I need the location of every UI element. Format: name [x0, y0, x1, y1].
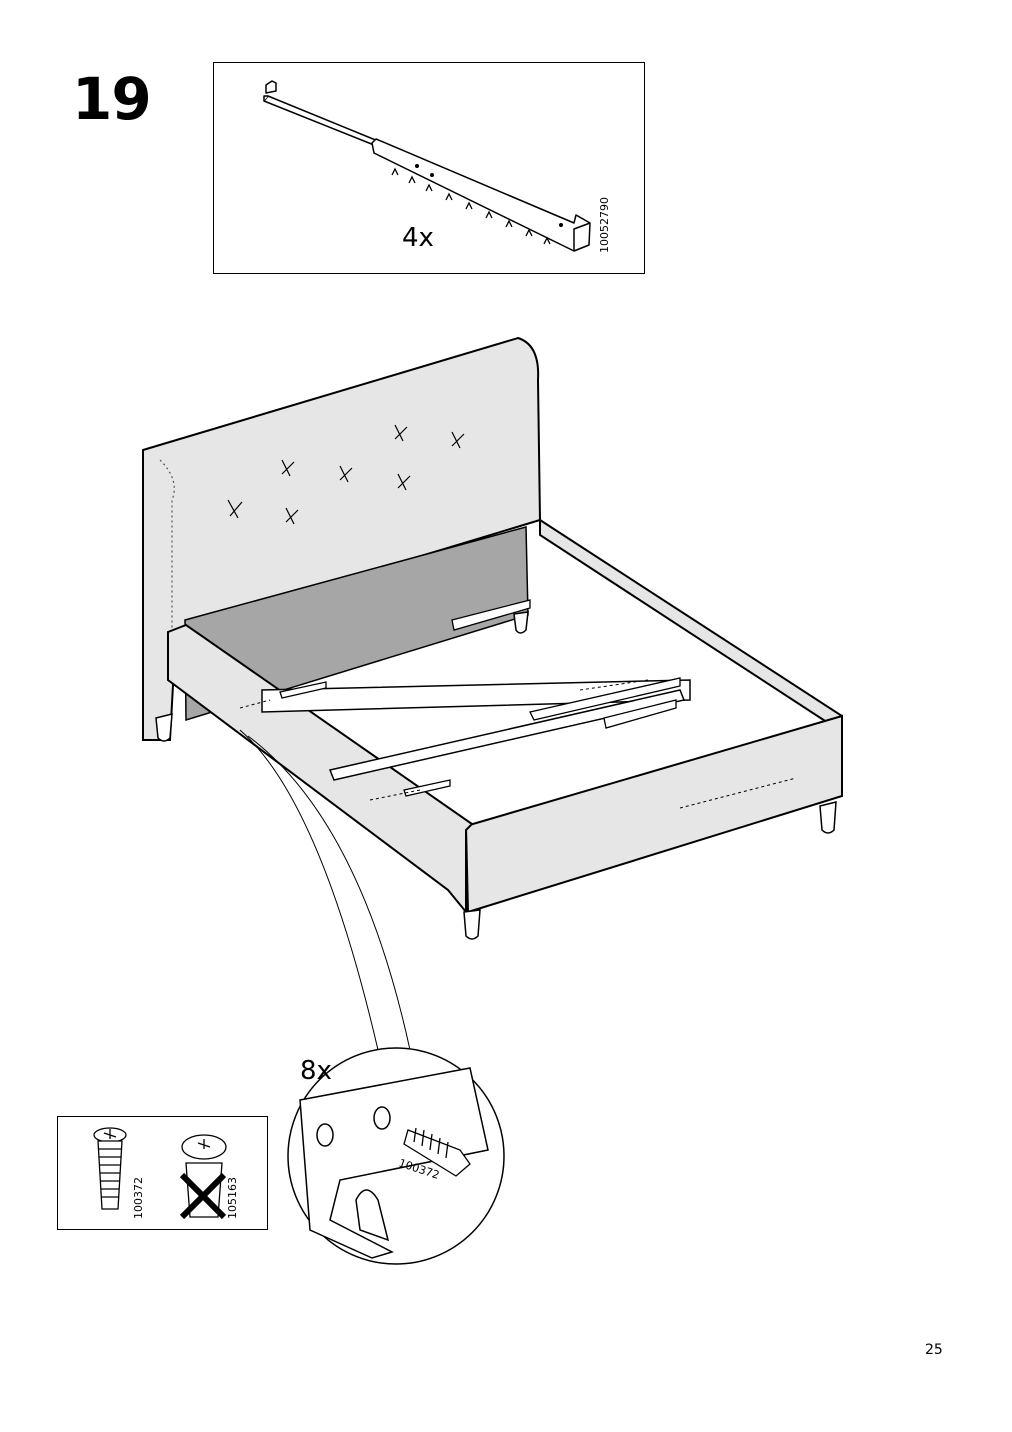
correct-screw-code: 100372: [132, 1177, 145, 1219]
detail-bracket: [299, 1067, 489, 1259]
tufting-buttons: [227, 424, 465, 525]
detail-quantity: 8x: [300, 1056, 332, 1086]
screw-illustrations: [93, 1127, 227, 1220]
detail-screw: [403, 1127, 471, 1177]
cross-out-icon: [179, 1172, 227, 1220]
correct-screw: [93, 1127, 127, 1210]
rail-illustration: [263, 80, 591, 252]
step-number: 19: [72, 65, 152, 133]
page-number: 25: [925, 1342, 943, 1358]
screw-selection-box: 100372 105163: [57, 1116, 268, 1230]
parts-box: 4x 10052790: [213, 62, 645, 274]
left-side-rail: [167, 623, 474, 915]
footboard: [464, 714, 843, 914]
rail-quantity: 4x: [402, 223, 434, 253]
center-beam: [261, 679, 691, 713]
wrong-screw-code: 105163: [226, 1177, 239, 1219]
